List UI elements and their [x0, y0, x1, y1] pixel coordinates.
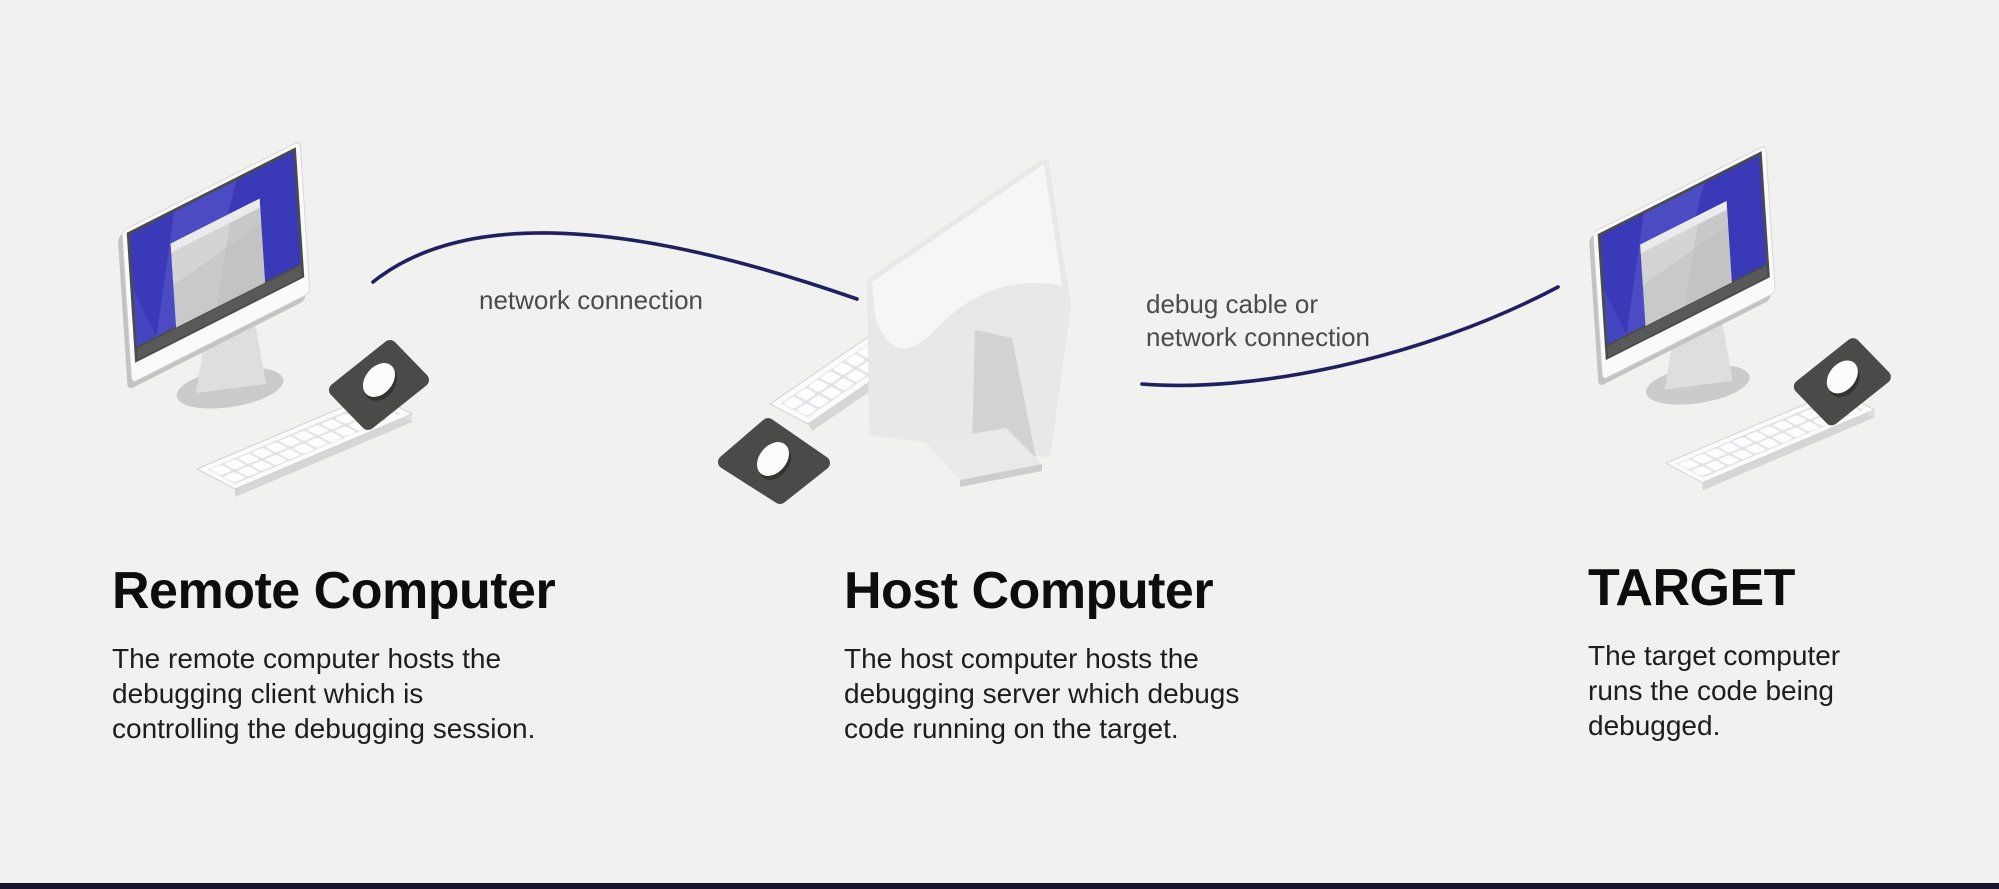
network-connection-label: network connection [479, 284, 703, 317]
target-computer-title: TARGET [1588, 559, 1795, 617]
remote-computer-description: The remote computer hosts the debugging … [112, 643, 536, 744]
remote-computer-title: Remote Computer [112, 562, 556, 620]
debug-cable-label: debug cable or network connection [1146, 288, 1370, 354]
connection-label-line: network connection [1146, 322, 1371, 352]
remote-computer-section: Remote Computer The remote computer host… [112, 565, 602, 746]
connection-label-line: debug cable or [1146, 289, 1319, 319]
target-computer-section: TARGET The target computer runs the code… [1588, 562, 1968, 743]
target-computer-illustration [1589, 145, 1884, 490]
host-computer-illustration [718, 159, 1071, 504]
remote-to-host-connection-line [371, 231, 859, 301]
bottom-section-edge [0, 883, 1999, 889]
mouse-pad-icon [718, 418, 830, 504]
host-computer-title: Host Computer [844, 562, 1214, 620]
host-computer-section: Host Computer The host computer hosts th… [844, 565, 1334, 746]
remote-computer-illustration [118, 141, 422, 497]
host-to-target-connection-line [1140, 285, 1560, 388]
target-computer-description: The target computer runs the code being … [1588, 640, 1841, 741]
connection-label-line: network connection [479, 285, 704, 315]
host-computer-description: The host computer hosts the debugging se… [844, 643, 1240, 744]
monitor-back-icon [867, 159, 1071, 487]
